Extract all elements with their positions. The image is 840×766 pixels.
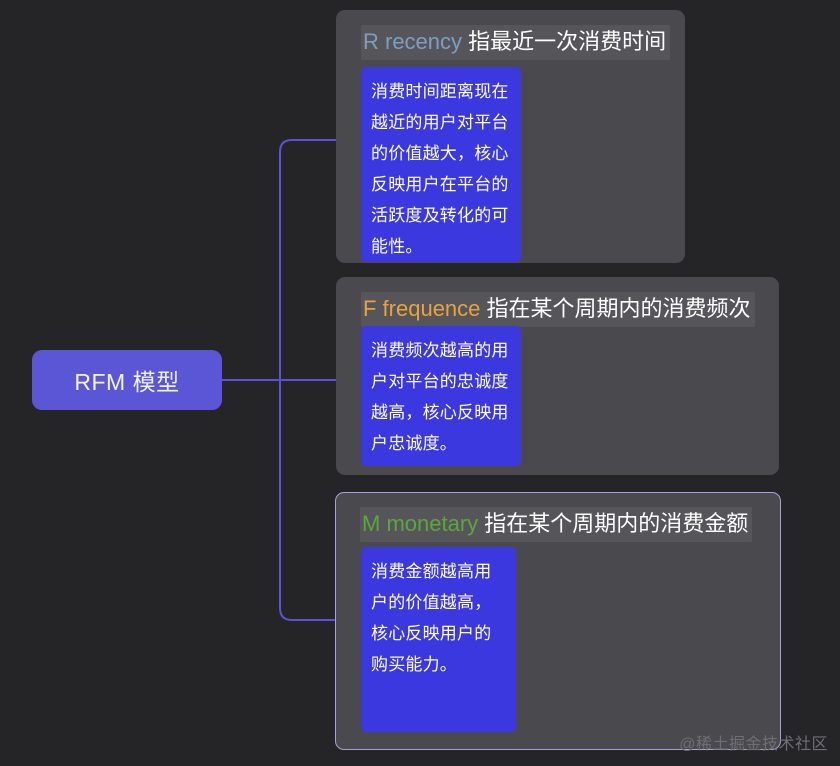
branch-title-monetary: M monetary 指在某个周期内的消费金额 [360,507,753,542]
branch-card-monetary[interactable]: M monetary 指在某个周期内的消费金额 消费金额越高用户的价值越高，核心… [335,492,781,750]
branch-title-frequence: F frequence 指在某个周期内的消费频次 [361,292,755,327]
branch-detail-box-frequence[interactable]: 消费频次越高的用户对平台的忠诚度越高，核心反映用户忠诚度。 [361,326,521,466]
branch-title-rest-monetary: 指在某个周期内的消费金额 [478,511,749,536]
root-node-rfm[interactable]: RFM 模型 [32,350,222,410]
branch-keyword-monetary: M monetary [362,511,479,536]
connector-branch-recency [279,139,336,380]
branch-card-frequence[interactable]: F frequence 指在某个周期内的消费频次 消费频次越高的用户对平台的忠诚… [336,277,779,475]
branch-title-rest-recency: 指最近一次消费时间 [462,29,667,54]
branch-detail-box-recency[interactable]: 消费时间距离现在越近的用户对平台的价值越大，核心反映用户在平台的活跃度及转化的可… [361,67,521,262]
branch-keyword-frequence: F frequence [363,296,481,321]
branch-detail-text-recency: 消费时间距离现在越近的用户对平台的价值越大，核心反映用户在平台的活跃度及转化的可… [371,82,509,256]
connector-branch-monetary [279,380,336,621]
branch-title-recency: R recency 指最近一次消费时间 [361,25,671,60]
branch-detail-text-monetary: 消费金额越高用户的价值越高，核心反映用户的购买能力。 [371,562,492,674]
branch-detail-box-monetary[interactable]: 消费金额越高用户的价值越高，核心反映用户的购买能力。 [361,547,516,732]
branch-keyword-recency: R recency [363,29,463,54]
root-node-label: RFM 模型 [74,369,180,395]
watermark-label: @稀土掘金技术社区 [679,736,828,753]
branch-detail-text-frequence: 消费频次越高的用户对平台的忠诚度越高，核心反映用户忠诚度。 [371,341,509,453]
branch-title-rest-frequence: 指在某个周期内的消费频次 [480,296,751,321]
branch-card-recency[interactable]: R recency 指最近一次消费时间 消费时间距离现在越近的用户对平台的价值越… [336,10,685,263]
